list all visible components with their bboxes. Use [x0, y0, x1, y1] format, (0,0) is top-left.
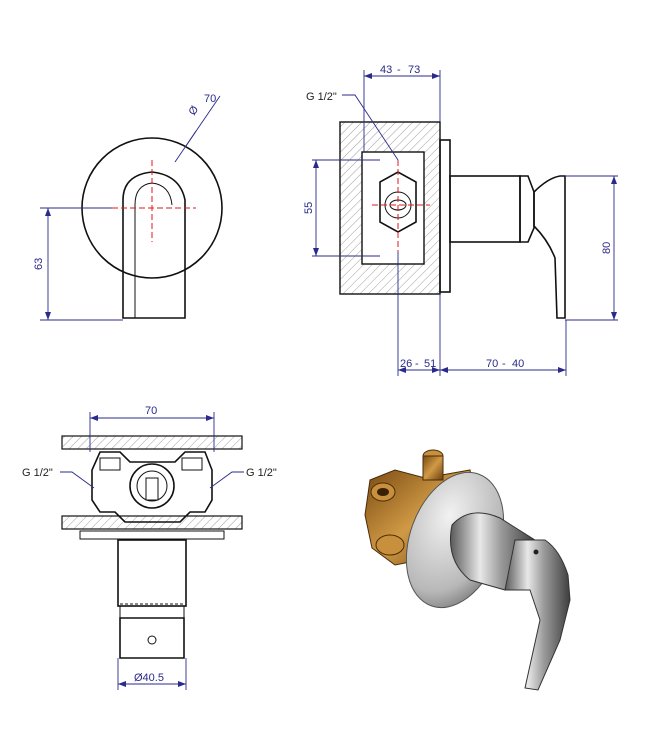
side-height-left-label: 55 — [303, 202, 315, 214]
top-stem — [117, 539, 187, 607]
side-width-secondary: 73 — [408, 64, 420, 76]
top-thread-left-label: G 1/2" — [22, 467, 53, 479]
top-width-label: 70 — [145, 405, 157, 417]
side-depth-a-secondary: 51 — [424, 358, 436, 370]
side-width-sep: - — [397, 64, 401, 76]
top-wall-upper — [61, 435, 243, 450]
top-diameter-label: Ø40.5 — [134, 672, 164, 684]
product-render — [364, 449, 571, 691]
top-thread-right-label: G 1/2" — [246, 467, 277, 479]
side-depth-b-sep: - — [502, 358, 506, 370]
side-depth-b-primary: 70 — [486, 358, 498, 370]
side-thread-label: G 1/2" — [306, 91, 337, 103]
side-cover-plate — [439, 139, 451, 293]
side-depth-b-secondary: 40 — [512, 358, 524, 370]
front-diameter-symbol: Ø — [187, 104, 202, 118]
side-stem-body — [449, 175, 521, 243]
front-height-label: 63 — [33, 258, 45, 270]
side-handle — [533, 175, 566, 319]
side-width-primary: 43 — [380, 64, 392, 76]
front-diameter-value: 70 — [204, 93, 216, 105]
render-handle — [504, 539, 571, 691]
side-section-view: 43 - 73 G 1/2" 55 80 26 - 51 70 - 40 — [303, 64, 618, 376]
front-handle — [122, 171, 186, 319]
side-height-right-label: 80 — [601, 242, 613, 254]
top-handle — [119, 617, 185, 659]
front-view: Ø 70 63 — [33, 93, 223, 321]
side-depth-a-primary: 26 — [400, 358, 412, 370]
side-depth-a-sep: - — [415, 358, 419, 370]
top-view: 70 G 1/2" G 1/2" Ø40.5 — [22, 405, 277, 690]
top-valve-body — [91, 451, 213, 523]
